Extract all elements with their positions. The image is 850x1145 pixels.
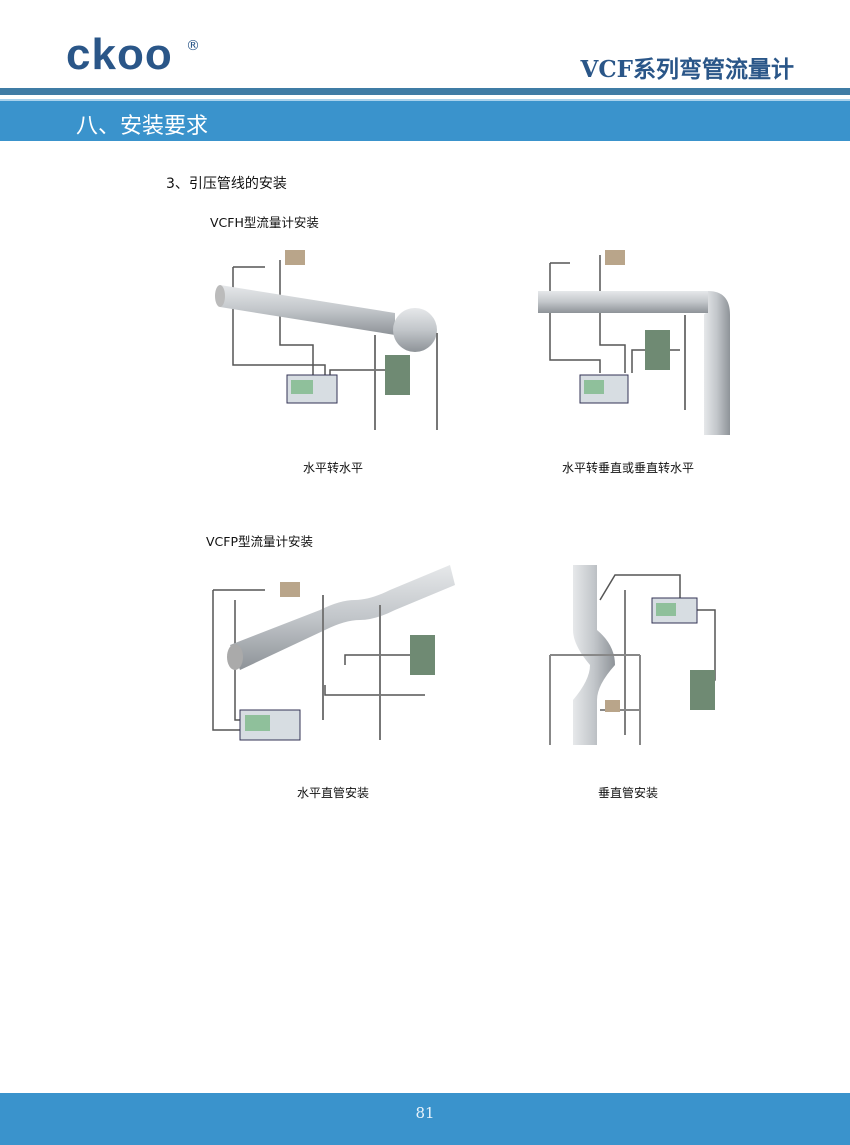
page-number: 81 (415, 1104, 435, 1122)
subsection-title: 3、引压管线的安装 (166, 176, 287, 192)
figure-caption: 水平直管安装 (296, 786, 369, 800)
group-label-vcfp: VCFP型流量计安装 (206, 534, 314, 549)
figure-caption: 垂直管安装 (597, 786, 658, 800)
ckoo-logo: ckoo (66, 30, 173, 79)
figure-caption: 水平转水平 (302, 461, 363, 475)
group-label-vcfh: VCFH型流量计安装 (210, 215, 319, 230)
figure-horizontal-straight-pipe (212, 565, 455, 741)
document-title: VCF系列弯管流量计 (580, 56, 794, 83)
section-band (0, 99, 850, 141)
header-divider (0, 88, 850, 95)
footer-band (0, 1093, 850, 1145)
figure-horizontal-to-horizontal (215, 250, 438, 430)
figure-vertical-pipe (549, 565, 716, 745)
figure-caption: 水平转垂直或垂直转水平 (561, 461, 694, 475)
figure-horizontal-to-vertical (538, 250, 730, 435)
registered-mark: ® (186, 38, 200, 54)
section-title: 八、安装要求 (76, 114, 209, 139)
